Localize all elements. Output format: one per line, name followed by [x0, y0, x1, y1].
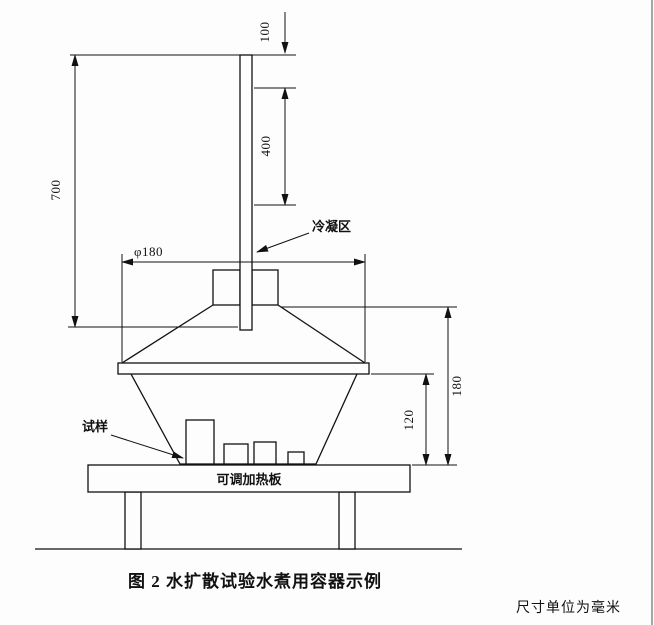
- sample-block-1: [185, 419, 215, 465]
- condensation-zone-label: 冷凝区: [312, 219, 351, 234]
- dim-120-label: 120: [401, 410, 416, 431]
- stopper-left: [212, 269, 241, 306]
- heating-plate-label: 可调加热板: [216, 472, 282, 487]
- condenser-tube: [239, 54, 253, 331]
- sample-blocks: [185, 419, 305, 465]
- dim-100-label: 100: [257, 22, 272, 43]
- dimension-100: 100: [70, 12, 296, 56]
- figure-caption: 图 2 水扩散试验水煮用容器示例: [128, 571, 382, 591]
- table-leg-left: [124, 491, 142, 550]
- dim-700-label: 700: [48, 180, 63, 201]
- dimension-700: 700: [48, 54, 238, 328]
- flange: [117, 362, 370, 375]
- stopper-right: [251, 269, 279, 306]
- dim-400-label: 400: [258, 136, 273, 157]
- dim-diameter-label: φ180: [134, 244, 163, 259]
- leader-condensation-zone: [256, 232, 310, 253]
- heating-table: [35, 464, 462, 550]
- sample-block-3: [253, 441, 277, 465]
- sample-block-4: [287, 451, 305, 465]
- callout-condensation-zone: 冷凝区: [256, 219, 351, 253]
- dimension-400: 400: [254, 87, 296, 206]
- dim-180-label: 180: [449, 376, 464, 397]
- table-leg-right: [338, 491, 356, 550]
- sample-label: 试样: [82, 419, 108, 434]
- leader-sample: [110, 434, 184, 459]
- dimension-180: 180: [281, 306, 464, 466]
- sample-block-2: [223, 443, 249, 465]
- shoulder-right: [277, 304, 366, 364]
- heating-plate: [87, 464, 411, 493]
- shoulder-left: [121, 304, 214, 364]
- dimension-diameter: φ180: [121, 244, 366, 362]
- unit-note: 尺寸单位为毫米: [516, 599, 621, 616]
- vessel-bowl: [130, 373, 358, 465]
- callout-sample: 试样: [82, 419, 184, 459]
- dimension-120: 120: [371, 373, 434, 466]
